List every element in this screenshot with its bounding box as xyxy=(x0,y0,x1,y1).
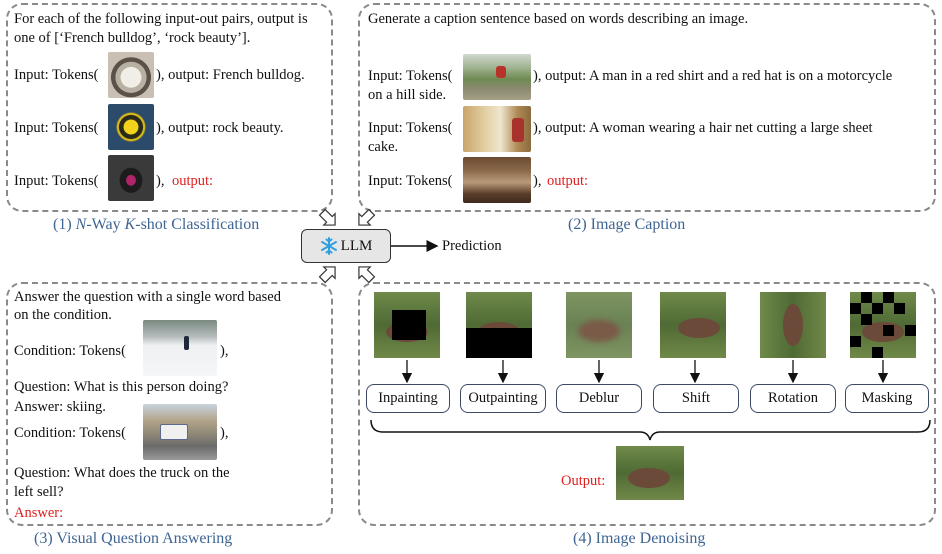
classification-instruction: For each of the following input-out pair… xyxy=(14,11,308,46)
truck-figure xyxy=(160,424,188,440)
caption-instruction: Generate a caption sentence based on wor… xyxy=(368,11,749,27)
op-masking: Masking xyxy=(845,384,929,413)
caption-row-3-prefix: Input: Tokens( xyxy=(368,173,453,189)
mask-block xyxy=(850,336,861,347)
mask-block xyxy=(872,303,883,314)
deblur-image xyxy=(566,292,632,358)
panel-denoising xyxy=(358,282,936,526)
rabbit xyxy=(578,320,620,342)
motorcycle-rider xyxy=(496,66,506,78)
llm-box: LLM xyxy=(301,229,391,263)
caption-row-2-prefix: Input: Tokens( xyxy=(368,120,453,136)
rabbit xyxy=(628,468,670,488)
mask-block xyxy=(905,325,916,336)
classification-row-2-prefix: Input: Tokens( xyxy=(14,120,99,136)
vqa-condition-2-suffix: ), xyxy=(220,425,229,441)
vqa-answer-1: Answer: skiing. xyxy=(14,399,106,415)
restaurant-photo xyxy=(463,157,531,203)
rabbit xyxy=(678,318,720,338)
llm-label: LLM xyxy=(340,237,373,254)
skiing-photo xyxy=(143,320,217,376)
vqa-instruction-line-2: on the condition. xyxy=(14,307,112,323)
caption-row-1-continuation: on a hill side. xyxy=(368,87,447,103)
prediction-label: Prediction xyxy=(442,238,502,254)
vqa-condition-1-prefix: Condition: Tokens( xyxy=(14,343,126,359)
caption-image-denoising: (4) Image Denoising xyxy=(573,530,706,547)
kitchen-person xyxy=(512,118,524,142)
caption-row-2-suffix: ), output: A woman wearing a hair net cu… xyxy=(533,120,873,136)
classification-query-output: output: xyxy=(172,173,214,189)
vqa-instruction-line-1: Answer the question with a single word b… xyxy=(14,289,281,305)
snowflake-icon xyxy=(320,237,337,255)
op-outpainting: Outpainting xyxy=(460,384,546,413)
vqa-question-2-line-2: left sell? xyxy=(14,484,64,500)
classification-row-2-suffix: ), output: rock beauty. xyxy=(156,120,284,136)
panel-caption xyxy=(358,3,936,212)
rotation-image xyxy=(760,292,826,358)
query-dog-photo xyxy=(108,155,154,201)
mask-block xyxy=(850,303,861,314)
panel-classification xyxy=(6,3,333,212)
op-shift: Shift xyxy=(653,384,739,413)
outpainting-image xyxy=(466,292,532,358)
vqa-condition-1-suffix: ), xyxy=(220,343,229,359)
mask-block xyxy=(883,292,894,303)
skier-figure xyxy=(184,336,189,350)
denoising-output-label: Output: xyxy=(561,473,606,489)
masking-image xyxy=(850,292,916,358)
caption-row-2-continuation: cake. xyxy=(368,139,399,155)
caption-row-1-prefix: Input: Tokens( xyxy=(368,68,453,84)
caption-row-3-suffix: ), xyxy=(533,173,542,189)
mask-block xyxy=(861,292,872,303)
rock-beauty-fish-photo xyxy=(108,104,154,150)
denoising-output-image xyxy=(616,446,684,500)
caption-image-caption: (2) Image Caption xyxy=(568,216,686,233)
caption-row-1-suffix: ), output: A man in a red shirt and a re… xyxy=(533,68,893,84)
inpainting-image xyxy=(374,292,440,358)
caption-vqa: (3) Visual Question Answering xyxy=(34,530,233,547)
caption-query-output: output: xyxy=(547,173,589,189)
classification-row-3-prefix: Input: Tokens( xyxy=(14,173,99,189)
shift-image xyxy=(660,292,726,358)
vqa-question-2-line-1: Question: What does the truck on the xyxy=(14,465,230,481)
op-inpainting: Inpainting xyxy=(366,384,450,413)
mask-block xyxy=(894,303,905,314)
rabbit xyxy=(783,304,803,346)
classification-row-3-suffix: ), xyxy=(156,173,165,189)
panel-vqa xyxy=(6,282,333,526)
mask-block xyxy=(883,325,894,336)
french-bulldog-photo xyxy=(108,52,154,98)
mask-block xyxy=(872,347,883,358)
mask-block xyxy=(861,314,872,325)
classification-row-1-suffix: ), output: French bulldog. xyxy=(156,67,305,83)
vqa-question-1: Question: What is this person doing? xyxy=(14,379,229,395)
op-deblur: Deblur xyxy=(556,384,642,413)
outpaint-black-band xyxy=(466,328,532,358)
vqa-condition-2-prefix: Condition: Tokens( xyxy=(14,425,126,441)
caption-classification: (1) N-Way K-shot Classification xyxy=(53,216,260,233)
inpaint-black-square xyxy=(392,310,426,340)
vqa-answer-query: Answer: xyxy=(14,505,64,521)
classification-row-1-prefix: Input: Tokens( xyxy=(14,67,99,83)
op-rotation: Rotation xyxy=(750,384,836,413)
